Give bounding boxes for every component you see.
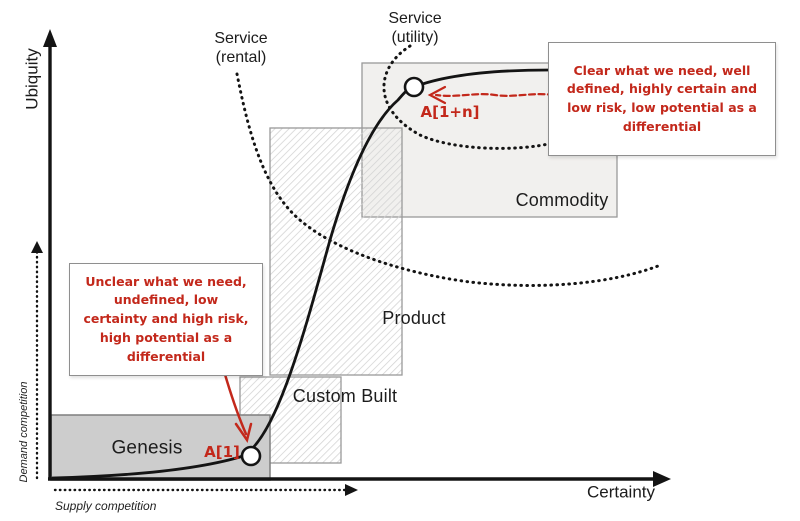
service-rental-label: Service (rental) xyxy=(214,30,268,66)
y-axis-label: Ubiquity xyxy=(22,48,42,110)
left-note-arrow xyxy=(222,369,248,436)
left-note-arrowhead-icon xyxy=(234,422,253,443)
right-note-arrow xyxy=(434,93,556,97)
product-box xyxy=(269,127,403,376)
demand-arrowhead-icon xyxy=(31,241,43,253)
left-annotation-note: Unclear what we need, undefined, low cer… xyxy=(69,263,263,376)
supply-competition-label: Supply competition xyxy=(55,499,157,513)
point-a1n-label: A[1+n] xyxy=(420,103,480,121)
supply-arrowhead-icon xyxy=(345,484,358,496)
y-axis-arrowhead-icon xyxy=(43,29,57,47)
stage-label-custom-built: Custom Built xyxy=(292,386,398,407)
demand-competition-label: Demand competition xyxy=(17,381,30,483)
right-annotation-note: Clear what we need, well defined, highly… xyxy=(548,42,776,156)
stage-label-commodity: Commodity xyxy=(515,190,609,211)
right-note-arrowhead-icon xyxy=(427,85,447,105)
point-a1n-marker xyxy=(403,76,425,98)
x-axis-arrowhead-icon xyxy=(653,471,671,487)
service-utility-label: Service (utility) xyxy=(388,10,442,46)
stage-label-product: Product xyxy=(382,308,446,329)
stage-label-genesis: Genesis xyxy=(111,437,183,459)
service-utility-curve xyxy=(382,44,555,150)
point-a1-marker xyxy=(240,445,262,467)
x-axis-label: Certainty xyxy=(586,482,656,502)
genesis-box xyxy=(50,414,271,481)
point-a1-label: A[1] xyxy=(204,443,240,461)
